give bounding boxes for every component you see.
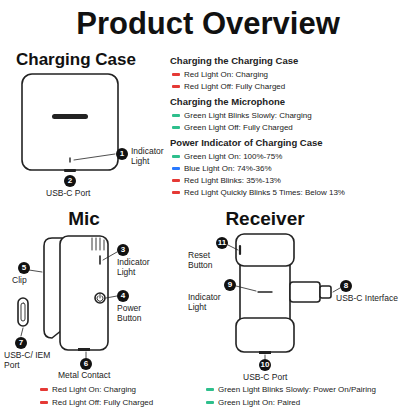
part-group: Charging Case [16,50,136,70]
legend-entry: Red Light Off: Fully Charged [172,82,285,91]
callout-number: 5 [18,262,30,274]
receiver-bottom-pad [236,318,294,352]
part-group: Mic [68,208,100,230]
legend-entry: Green Light Off: Fully Charged [172,123,293,132]
part-label: USB-C Interface [336,294,398,304]
mic-indicator [99,256,101,264]
legend-text: Red Light Off: Fully Charged [184,82,285,91]
part-group: Receiver [225,208,304,230]
mic-mesh [92,238,104,250]
legend-entry: Blue Light On: 74%-36% [172,164,272,173]
legend-swatch [172,167,180,170]
leader-line [74,154,115,160]
part-label: Indicator Light [117,258,161,278]
legend-swatch [172,126,180,129]
part-label: USB-C Port [243,373,287,383]
legend-swatch [172,114,180,117]
callout-number: 10 [259,359,271,371]
callout-number: 4 [117,290,129,302]
leader-lines [21,252,117,358]
legend-entry: Green Light On: Paired [206,398,300,407]
part-label: Indicator Light [131,147,171,167]
section-heading: Power Indicator of Charging Case [170,138,323,149]
legend-entry: Red Light On: Charging [40,385,136,394]
receiver-reset-button [239,246,241,254]
power-icon [97,294,103,301]
leader-lines [228,245,340,359]
part-label: Clip [12,276,27,286]
part-label: USB-C/ IEM Port [4,351,54,371]
mic-body [60,236,108,350]
receiver-indicator [258,291,272,292]
legend-swatch [172,155,180,158]
mic-power-button [95,293,105,303]
legend-text: Green Light Blinks Slowly: Charging [184,111,312,120]
part-heading: Mic [68,208,100,230]
legend-text: Red Light Off: Fully Charged [52,398,153,407]
callout-number: 9 [224,279,236,291]
legend-swatch [40,388,48,391]
callout-number: 7 [15,337,27,349]
legend-text: Green Light Blinks Slowly: Power On/Pair… [218,385,376,394]
mic-usb-port-inner [21,303,25,321]
legend-entry: Red Light Quickly Blinks 5 Times: Below … [172,188,345,197]
legend-swatch [206,388,214,391]
receiver-usb-c-tip [320,286,331,298]
callout-number: 3 [117,244,129,256]
legend-entry: Red Light Blinks: 35%-13% [172,176,281,185]
legend-swatch [40,401,48,404]
legend-swatch [172,85,180,88]
receiver-top-pad [236,234,294,266]
callout-number: 2 [64,175,76,187]
part-label: USB-C Port [46,189,90,199]
mic-usb-port [18,298,28,326]
section-heading: Charging the Microphone [170,97,285,108]
receiver-usb-port [259,351,271,354]
callout-number: 6 [80,358,92,370]
legend-text: Green Light On: Paired [218,398,300,407]
case-usb-port [64,169,76,172]
legend-text: Green Light Off: Fully Charged [184,123,293,132]
callout-number: 8 [340,280,352,292]
legend-swatch [172,73,180,76]
legend-swatch [172,191,180,194]
legend-text: Red Light Quickly Blinks 5 Times: Below … [184,188,345,197]
part-label: Metal Contact [58,371,110,381]
part-label: Power Button [117,304,161,324]
charging-case [22,74,118,170]
page-title: Product Overview [0,6,416,42]
case-slot [52,114,88,119]
legend-text: Green Light On: 100%-75% [184,152,282,161]
section-heading: Charging the Charging Case [170,56,298,67]
legend-swatch [206,401,214,404]
legend-entry: Green Light Blinks Slowly: Charging [172,111,312,120]
callout-number: 1 [116,148,128,160]
legend-entry: Green Light Blinks Slowly: Power On/Pair… [206,385,376,394]
part-label: Reset Button [188,251,228,271]
part-label: Indicator Light [188,293,232,313]
mic-metal-contact [78,348,90,351]
part-heading: Charging Case [16,50,136,70]
legend-text: Blue Light On: 74%-36% [184,164,272,173]
legend-text: Red Light Blinks: 35%-13% [184,176,281,185]
case-indicator [69,158,70,162]
legend-entry: Green Light On: 100%-75% [172,152,282,161]
legend-swatch [172,179,180,182]
callout-number: 11 [216,237,228,249]
legend-text: Red Light On: Charging [184,70,268,79]
part-heading: Receiver [225,208,304,230]
receiver-usb-c [290,282,320,302]
legend-text: Red Light On: Charging [52,385,136,394]
legend-entry: Red Light On: Charging [172,70,268,79]
legend-entry: Red Light Off: Fully Charged [40,398,153,407]
